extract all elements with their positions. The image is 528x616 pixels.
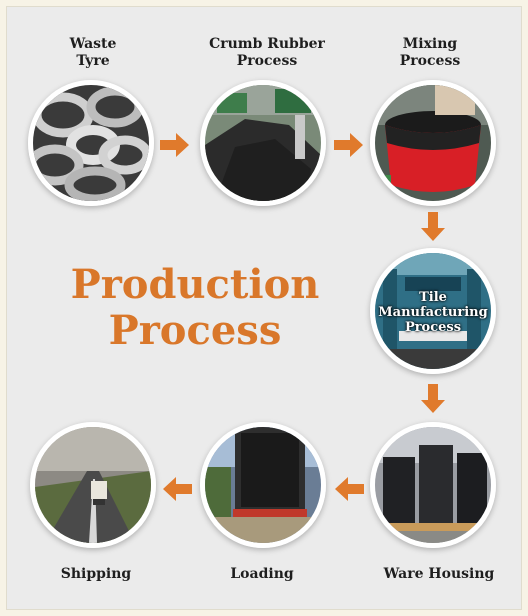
crumb-rubber-photo	[200, 80, 326, 206]
arrow-left-icon	[163, 477, 192, 501]
step-label-waste-tyre: Waste Tyre	[48, 36, 138, 70]
loading-photo	[200, 422, 326, 548]
overlay-line: Tile	[419, 290, 447, 305]
shipping-photo	[30, 422, 156, 548]
arrow-down-icon	[421, 384, 445, 413]
step-label-line: Loading	[230, 566, 294, 582]
step-label-line: Mixing	[402, 36, 458, 52]
arrow-right-icon	[334, 133, 363, 157]
ware-housing-photo	[370, 422, 496, 548]
title-line: Production	[70, 261, 320, 308]
step-label-crumb-rubber: Crumb Rubber Process	[200, 36, 334, 70]
step-label-mixing: Mixing Process	[380, 36, 480, 70]
step-label-shipping: Shipping	[48, 566, 144, 583]
step-label-line: Process	[399, 53, 461, 69]
step-label-line: Tyre	[76, 53, 110, 69]
step-label-line: Ware Housing	[383, 566, 495, 582]
tile-manufacturing-label: Tile Manufacturing Process	[370, 290, 496, 335]
step-label-ware-housing: Ware Housing	[374, 566, 504, 583]
waste-tyre-photo	[28, 80, 154, 206]
mixing-photo	[370, 80, 496, 206]
overlay-line: Manufacturing	[378, 305, 488, 320]
tile-manufacturing-photo	[370, 248, 496, 374]
step-label-line: Process	[236, 53, 298, 69]
title-line: Process	[108, 307, 282, 354]
arrow-right-icon	[160, 133, 189, 157]
page-title: Production Process	[40, 262, 350, 354]
arrow-down-icon	[421, 212, 445, 241]
step-label-line: Shipping	[60, 566, 132, 582]
step-label-line: Crumb Rubber	[209, 36, 325, 52]
arrow-left-icon	[335, 477, 364, 501]
step-label-loading: Loading	[214, 566, 310, 583]
overlay-line: Process	[404, 320, 462, 335]
step-label-line: Waste	[69, 36, 117, 52]
